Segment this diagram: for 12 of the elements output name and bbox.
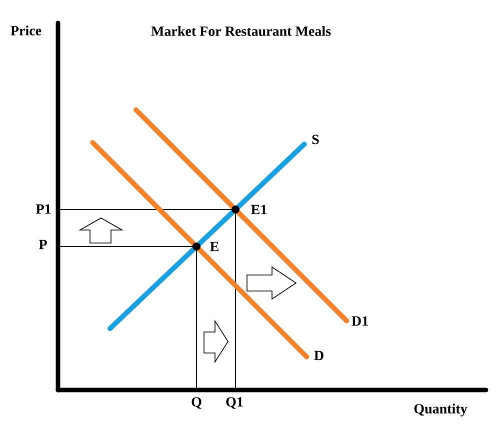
curve-label: D1 xyxy=(352,316,368,326)
axis-label: Quantity xyxy=(414,404,468,416)
point-label: E1 xyxy=(251,204,266,214)
chart-title: Market For Restaurant Meals xyxy=(151,26,331,36)
axis-mark-label: P1 xyxy=(36,204,51,214)
axis-label: Price xyxy=(10,26,42,36)
point-label: E xyxy=(210,242,218,252)
axis-mark-label: Q1 xyxy=(226,397,243,409)
curve-label: S xyxy=(312,134,319,144)
axis-mark-label: Q xyxy=(192,397,202,409)
curve-label: D xyxy=(314,350,324,360)
axis-mark-label: P xyxy=(38,240,47,250)
